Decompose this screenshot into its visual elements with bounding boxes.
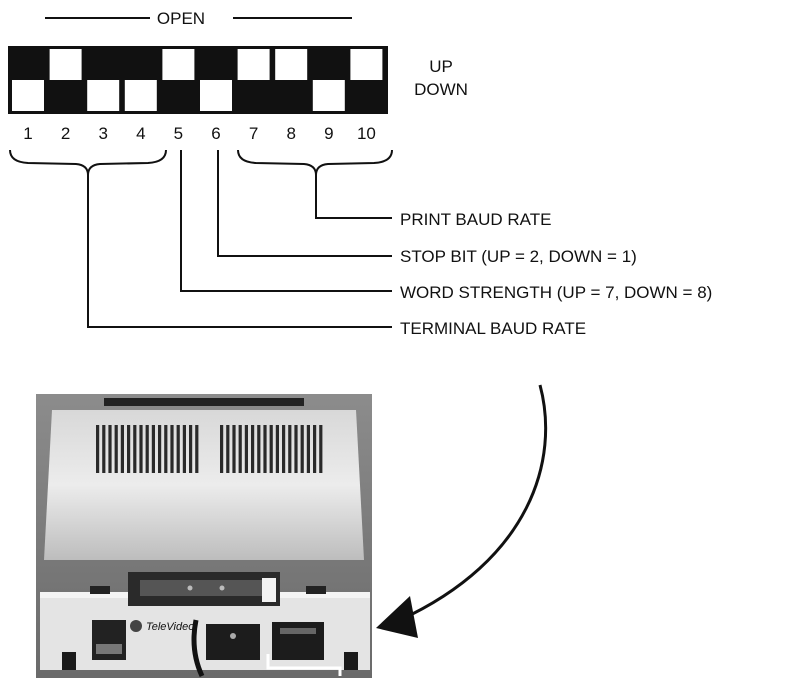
label-stop-bit: STOP BIT (UP = 2, DOWN = 1) (400, 247, 637, 266)
switch-5-number: 5 (174, 124, 183, 143)
vent-slat (102, 425, 106, 473)
leader-print-baud (315, 175, 392, 219)
top-vent-strip (104, 398, 304, 406)
vent-slat (189, 425, 193, 473)
vent-slat (306, 425, 310, 473)
brace-print-baud (237, 149, 393, 176)
vent-slat (108, 425, 112, 473)
vent-slat (133, 425, 137, 473)
foot-right (344, 652, 358, 670)
vent-grille-left (96, 425, 199, 473)
panel-screw-right (219, 585, 225, 591)
vent-grille-right (220, 425, 323, 473)
foot-left (62, 652, 76, 670)
brand-logo-icon (130, 620, 142, 632)
switch-8-number: 8 (286, 124, 295, 143)
leader-stop-bit (217, 150, 392, 257)
switch-7-number: 7 (249, 124, 258, 143)
port-center (206, 624, 260, 660)
open-header: OPEN (45, 9, 352, 28)
vent-slat (232, 425, 236, 473)
switch-2-number: 2 (61, 124, 70, 143)
up-label: UP (429, 57, 453, 76)
pointer-arrow-head (376, 596, 418, 638)
vent-slat (170, 425, 174, 473)
panel-screw-left (187, 585, 193, 591)
label-terminal-baud-rate: TERMINAL BAUD RATE (400, 319, 586, 338)
vent-slat (158, 425, 162, 473)
pointer-arrow-curve (399, 384, 548, 622)
terminal-rear-photo: TeleVideo (36, 394, 372, 678)
switch-9-toggle (312, 80, 345, 111)
switch-2-toggle (49, 49, 82, 80)
switch-1-toggle (12, 80, 44, 111)
leader-word-strength (180, 150, 392, 292)
vent-slat (145, 425, 149, 473)
switch-6-number: 6 (211, 124, 220, 143)
switch-1-number: 1 (23, 124, 32, 143)
down-label: DOWN (414, 80, 468, 99)
port-center-socket (230, 633, 236, 639)
label-print-baud-rate: PRINT BAUD RATE (400, 210, 551, 229)
vent-slat (182, 425, 186, 473)
vent-slat (300, 425, 304, 473)
vent-slat (238, 425, 242, 473)
vent-slat (195, 425, 199, 473)
switch-10-number: 10 (357, 124, 376, 143)
leader-terminal-baud (87, 175, 392, 328)
label-word-strength: WORD STRENGTH (UP = 7, DOWN = 8) (400, 283, 712, 302)
brace-terminal-baud (9, 149, 167, 176)
connector-slot (140, 580, 268, 596)
dip-switch-block (8, 46, 388, 114)
vent-slat (120, 425, 124, 473)
vent-slat (127, 425, 131, 473)
vent-slat (151, 425, 155, 473)
switch-keys (12, 49, 383, 111)
vent-slat (176, 425, 180, 473)
cable (191, 619, 205, 678)
dip-switch-location (262, 578, 276, 602)
port-right (272, 622, 324, 660)
switch-numbers: 1 2 3 4 5 6 7 8 9 10 (23, 124, 376, 143)
pointer-arrow (376, 384, 548, 638)
switch-4-number: 4 (136, 124, 145, 143)
vent-slat (96, 425, 100, 473)
switch-3-toggle (87, 80, 120, 111)
vent-slat (220, 425, 224, 473)
switch-7-toggle (237, 49, 270, 80)
vent-slat (164, 425, 168, 473)
vent-slat (263, 425, 267, 473)
port-left-inner (96, 644, 122, 654)
vent-slat (226, 425, 230, 473)
vent-slat (251, 425, 255, 473)
vent-slat (294, 425, 298, 473)
vent-slat (114, 425, 118, 473)
highlight-bracket (266, 654, 342, 676)
switch-4-toggle (124, 80, 157, 111)
vent-slat (269, 425, 273, 473)
vent-slat (275, 425, 279, 473)
switch-3-number: 3 (98, 124, 107, 143)
side-tab-left (90, 586, 110, 594)
vent-slat (244, 425, 248, 473)
switch-5-toggle (162, 49, 195, 80)
port-right-inner (280, 628, 316, 634)
switch-10-toggle (350, 49, 383, 80)
vent-slat (288, 425, 292, 473)
vent-slat (139, 425, 143, 473)
vent-slat (257, 425, 261, 473)
vent-slat (319, 425, 323, 473)
open-label: OPEN (157, 9, 205, 28)
side-tab-right (306, 586, 326, 594)
vent-slat (313, 425, 317, 473)
vent-slat (282, 425, 286, 473)
switch-9-number: 9 (324, 124, 333, 143)
switch-8-toggle (275, 49, 308, 80)
brand-text: TeleVideo (146, 621, 194, 633)
switch-6-toggle (200, 80, 232, 111)
